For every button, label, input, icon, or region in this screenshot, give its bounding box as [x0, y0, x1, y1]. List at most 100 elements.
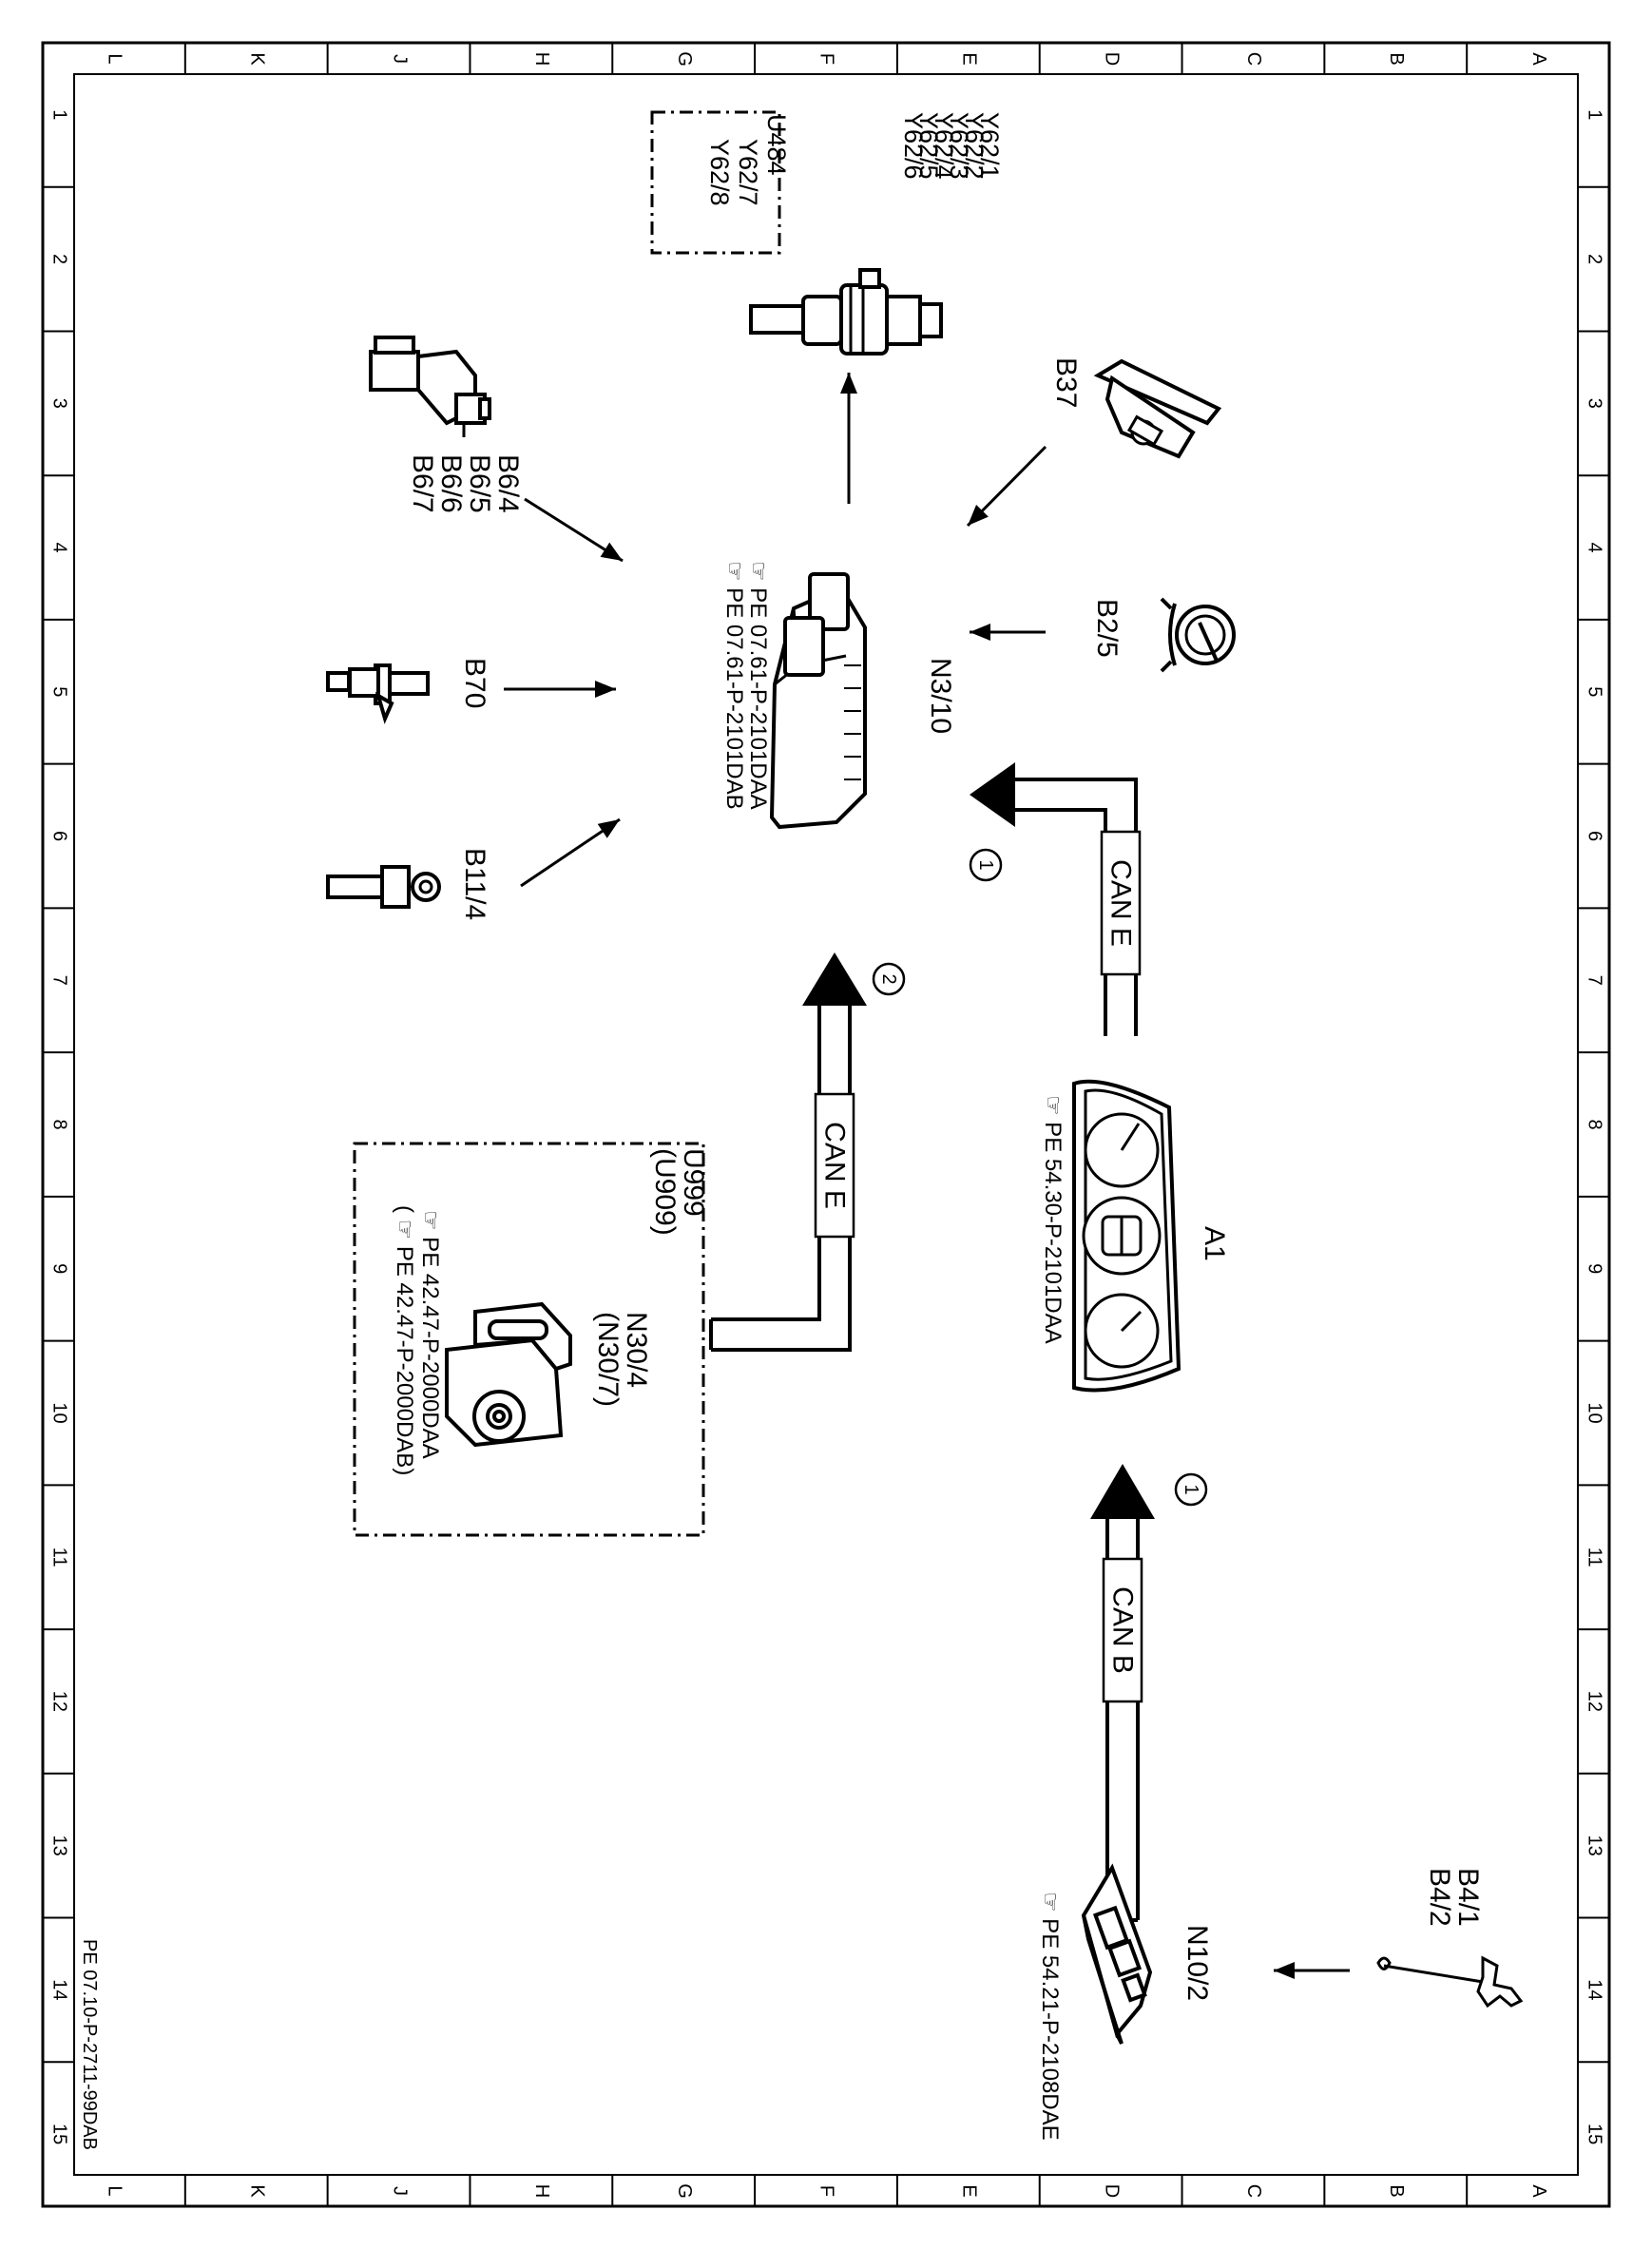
inner-frame: [73, 73, 1579, 2176]
marker-1-canb-number: 1: [1181, 1484, 1201, 1494]
grid-column-label: F: [816, 53, 837, 65]
fuel-sender-label-1: B4/1: [1452, 1868, 1484, 1927]
grid-column-label: B: [1386, 52, 1407, 65]
injector-label-4: Y62/4: [930, 112, 958, 180]
grid-row-label: 10: [49, 1402, 70, 1423]
instrument-cluster-icon: [1072, 1079, 1181, 1393]
ezs-ref-1: ☞ PE 42.47-P-2000DAA: [417, 1210, 443, 1459]
injector-label-2: Y62/2: [960, 112, 989, 180]
grid-column-label: F: [816, 2185, 837, 2197]
grid-row-label: 14: [1585, 1979, 1605, 2000]
grid-column-label: E: [959, 52, 980, 65]
outer-frame: [41, 41, 1611, 2208]
arrow-fuelsender-to-sam-head: [1274, 1962, 1295, 1979]
arrow-cranksensor-to-ecu-head: [595, 681, 616, 698]
cam-sensor-label-4: B6/7: [407, 454, 438, 513]
grid-column-label: D: [1101, 52, 1122, 66]
grid-row-label: 8: [49, 1119, 70, 1129]
injector-label-3: Y62/3: [945, 112, 973, 180]
cluster-label: A1: [1199, 1226, 1230, 1261]
can-b-label: CAN B: [1107, 1586, 1139, 1674]
grid-row-label: 11: [1585, 1547, 1605, 1567]
variant-label-3: Y62/8: [705, 139, 734, 206]
document-code: PE 07.10-P-2711-99DAB: [79, 1939, 100, 2150]
crankshaft-sensor-icon: [326, 663, 430, 724]
grid-column-label: L: [105, 2185, 125, 2196]
coolant-sensor-icon: [326, 865, 441, 909]
can-e-label-2-box: [814, 1092, 855, 1239]
can-e-label-1: CAN E: [1105, 859, 1137, 947]
grid-column-label: E: [959, 2184, 980, 2197]
marker-1-top: [969, 848, 1003, 882]
grid-column-label: A: [1528, 2184, 1549, 2198]
grid-column-label: J: [389, 2186, 410, 2196]
cluster-ref: ☞ PE 54.30-P-2101DAA: [1040, 1095, 1066, 1344]
grid-column-label: D: [1101, 2184, 1122, 2198]
grid-row-label: 13: [1585, 1836, 1605, 1856]
camshaft-sensor-icon: [369, 336, 491, 437]
grid-column-label: H: [531, 2184, 552, 2198]
grid-row-label: 15: [49, 2124, 70, 2144]
temp-sensor-label: B2/5: [1091, 599, 1123, 658]
marker-2: [872, 962, 906, 996]
grid-row-label: 1: [1585, 109, 1605, 120]
cam-sensor-label-3: B6/6: [435, 454, 467, 513]
coolant-sensor-label: B11/4: [459, 848, 490, 920]
grid-row-label: 14: [49, 1979, 70, 2000]
can-e-label-2: CAN E: [819, 1122, 851, 1209]
grid-row-label: 3: [49, 398, 70, 409]
grid-row-label: 6: [49, 831, 70, 841]
grid-column-label: J: [389, 54, 410, 64]
marker-2-number: 2: [878, 973, 899, 984]
cam-sensor-label-2: B6/5: [464, 454, 495, 513]
grid-row-label: 7: [1585, 975, 1605, 986]
can-e-label-1-box: [1100, 830, 1142, 976]
grid-column-label: K: [246, 52, 267, 66]
grid-row-label: 2: [49, 254, 70, 264]
grid-row-label: 7: [49, 975, 70, 986]
grid-column-label: H: [531, 52, 552, 66]
grid-column-label: G: [674, 51, 695, 67]
arrow-pedal-to-ecu-head: [968, 505, 989, 526]
grid-row-label: 5: [1585, 686, 1605, 697]
pedal-label: B37: [1050, 357, 1082, 408]
can-b-label-box: [1102, 1557, 1143, 1703]
grid-row-label: 10: [1585, 1402, 1605, 1423]
grid-column-label: C: [1243, 2184, 1264, 2198]
grid-row-label: 1: [49, 109, 70, 120]
ezs-ref-2: ( ☞ PE 42.47-P-2000DAB): [392, 1205, 417, 1475]
grid-row-label: 13: [49, 1836, 70, 1856]
grid-row-label: 8: [1585, 1119, 1605, 1129]
sam-ref: ☞ PE 54.21-P-2108DAE: [1037, 1892, 1063, 2141]
grid-row-label: 12: [49, 1691, 70, 1712]
variant-box-u484: [650, 110, 781, 255]
ignition-lock-icon: [445, 1301, 572, 1448]
sam-label: N10/2: [1181, 1925, 1213, 2001]
grid-column-label: L: [105, 53, 125, 64]
grid-column-label: A: [1528, 52, 1549, 66]
grid-row-label: 9: [49, 1263, 70, 1274]
ezs-module-label-2: (N30/7): [592, 1312, 624, 1407]
ezs-module-label-1: N30/4: [621, 1312, 652, 1388]
grid-row-label: 5: [49, 686, 70, 697]
grid-row-label: 4: [1585, 543, 1605, 553]
arrow-coolantsensor-to-ecu-head: [597, 819, 620, 838]
grid-column-label: G: [674, 2183, 695, 2199]
accelerator-pedal-icon: [1093, 358, 1222, 459]
ecu-ref-2: ☞ PE 07.61-P-2101DAB: [721, 561, 747, 810]
grid-row-label: 2: [1585, 254, 1605, 264]
grid-row-label: 9: [1585, 1263, 1605, 1274]
fuel-sender-label-2: B4/2: [1424, 1868, 1455, 1927]
grid-row-label: 4: [49, 543, 70, 553]
engine-control-unit-icon: [769, 572, 867, 830]
ecu-ref-1: ☞ PE 07.61-P-2101DAA: [745, 561, 771, 810]
injector-label-5: Y62/5: [914, 112, 943, 180]
variant-box-u999: [353, 1142, 705, 1537]
injector-label-6: Y62/6: [899, 112, 928, 180]
grid-row-label: 15: [1585, 2124, 1605, 2144]
marker-1-top-number: 1: [975, 859, 996, 870]
grid-row-label: 12: [1585, 1691, 1605, 1712]
marker-1-canb: [1174, 1472, 1208, 1507]
